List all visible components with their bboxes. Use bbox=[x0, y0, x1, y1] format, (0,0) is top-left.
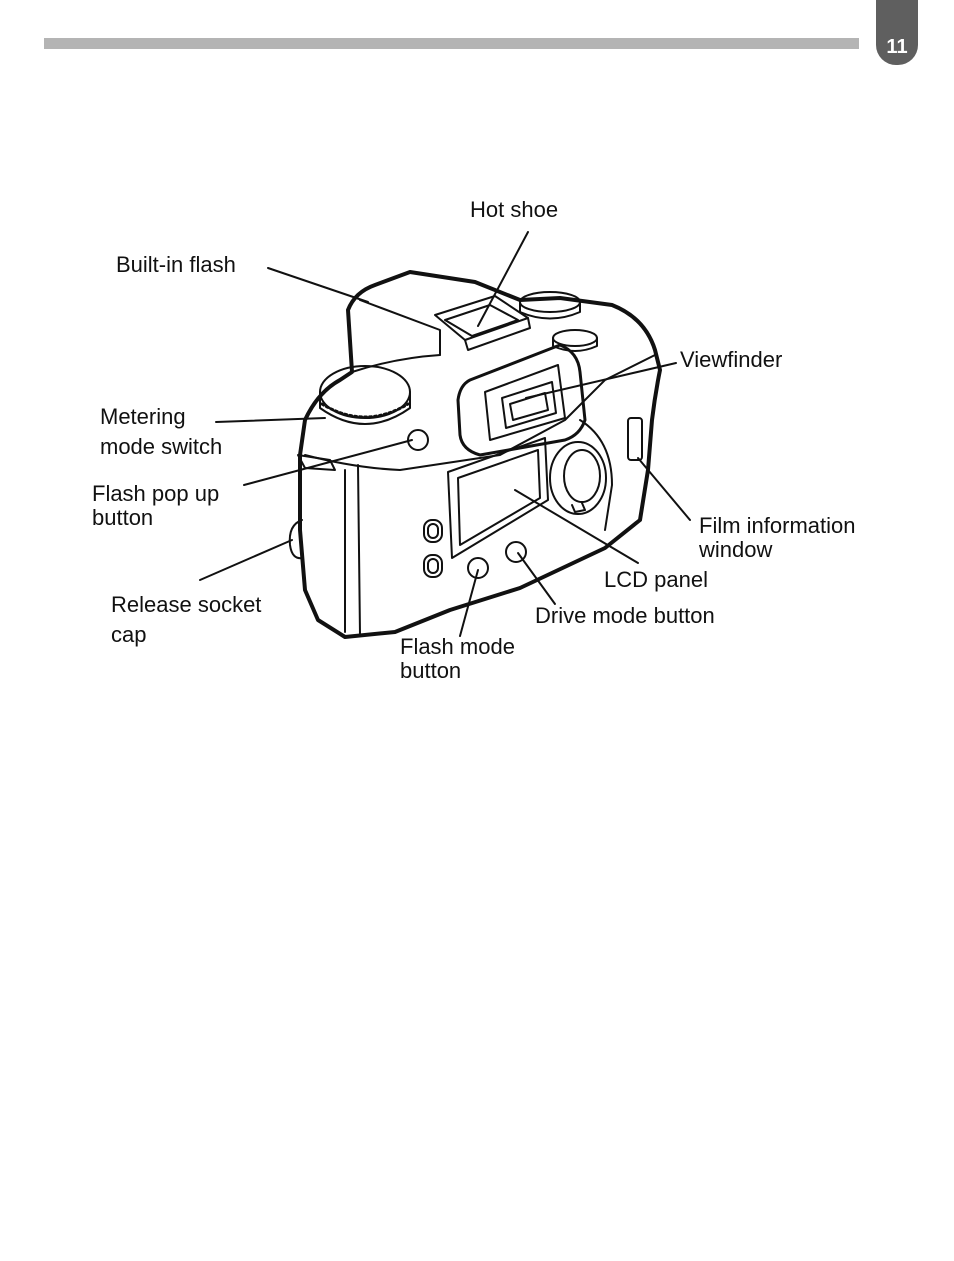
camera-body bbox=[298, 270, 662, 639]
release-cap-shape bbox=[288, 519, 304, 560]
metering-dial-shape bbox=[319, 365, 411, 425]
label-film-information-window: Film information window bbox=[699, 513, 856, 562]
flash-popup-button-shape bbox=[407, 429, 429, 451]
film-window-shape bbox=[627, 417, 643, 461]
eyepiece-shape bbox=[456, 343, 587, 457]
leader-lines bbox=[199, 231, 691, 637]
label-viewfinder: Viewfinder bbox=[680, 347, 783, 372]
label-built-in-flash: Built-in flash bbox=[116, 252, 236, 277]
mode-dial-shape bbox=[519, 291, 598, 352]
label-drive-mode-button: Drive mode button bbox=[535, 603, 715, 628]
label-flash-mode-button: Flash mode button bbox=[400, 634, 515, 683]
label-lcd-panel: LCD panel bbox=[604, 567, 708, 592]
lcd-panel-shape bbox=[447, 437, 549, 559]
label-flash-popup-button: Flash pop up button bbox=[92, 481, 220, 530]
strap-lug-shape bbox=[297, 454, 336, 471]
label-hot-shoe: Hot shoe bbox=[470, 197, 559, 222]
page-number-tab: 11 bbox=[876, 0, 918, 65]
label-release-socket-cap: Release socket cap bbox=[111, 592, 262, 647]
page-number: 11 bbox=[886, 36, 908, 58]
controller-shape bbox=[549, 441, 607, 515]
header-rule bbox=[44, 38, 859, 49]
side-buttons-shape bbox=[423, 519, 527, 579]
hot-shoe-shape bbox=[434, 295, 531, 351]
label-metering-mode-switch: Metering mode switch bbox=[100, 404, 223, 459]
